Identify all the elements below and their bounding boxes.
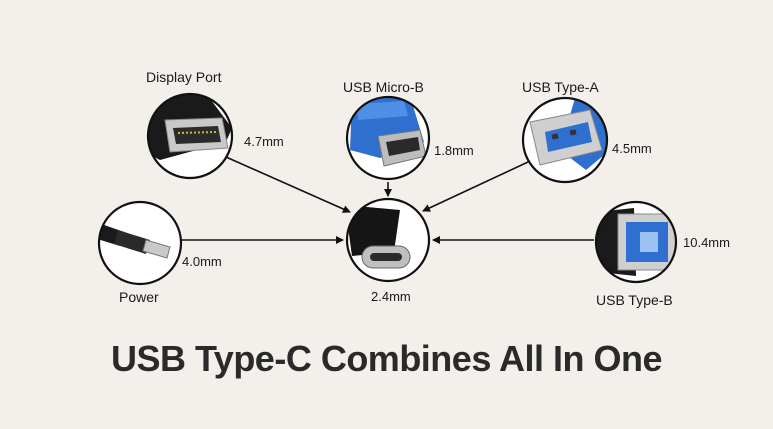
display-port-size: 4.7mm [244, 134, 284, 149]
usb-micro-b-name: USB Micro-B [343, 79, 424, 95]
usb-type-c-size: 2.4mm [371, 289, 411, 304]
usb-type-a-size: 4.5mm [612, 141, 652, 156]
power-size: 4.0mm [182, 254, 222, 269]
display-port-name: Display Port [146, 69, 222, 85]
usb-micro-b-icon [345, 95, 431, 181]
usb-type-b-name: USB Type-B [596, 292, 673, 308]
usb-type-b-icon [594, 200, 678, 284]
usb-type-a-icon [521, 96, 609, 184]
display-port-icon [146, 92, 234, 180]
power-plug-icon [97, 200, 183, 286]
usb-type-c-icon [345, 197, 431, 283]
arrow-usb-type-a [422, 161, 529, 212]
arrow-display-port [225, 156, 351, 213]
headline: USB Type-C Combines All In One [110, 338, 663, 379]
usb-type-a-name: USB Type-A [522, 79, 599, 95]
usb-type-b-size: 10.4mm [683, 235, 730, 250]
power-name: Power [119, 289, 159, 305]
usb-micro-b-size: 1.8mm [434, 143, 474, 158]
